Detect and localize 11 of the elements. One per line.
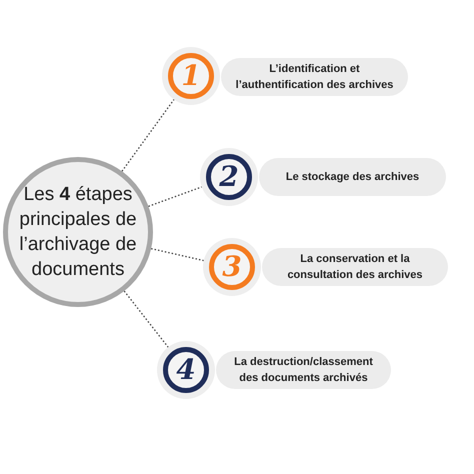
step-label: La destruction/classement des documents archivés bbox=[216, 351, 391, 389]
step-number: 3 bbox=[209, 244, 255, 290]
center-title: Les 4 étapes principales de l’archivage de documents bbox=[18, 183, 138, 282]
dotted-connector bbox=[121, 99, 175, 172]
dotted-connector bbox=[124, 290, 169, 348]
step-number: 1 bbox=[168, 53, 214, 99]
step-label: Le stockage des archives bbox=[259, 158, 446, 196]
step-label: L’identification et l’authentification des archives bbox=[221, 58, 408, 96]
step-label: La conservation et la consultation des archives bbox=[262, 248, 448, 286]
step-number: 4 bbox=[163, 347, 209, 393]
step-number: 2 bbox=[206, 154, 252, 200]
